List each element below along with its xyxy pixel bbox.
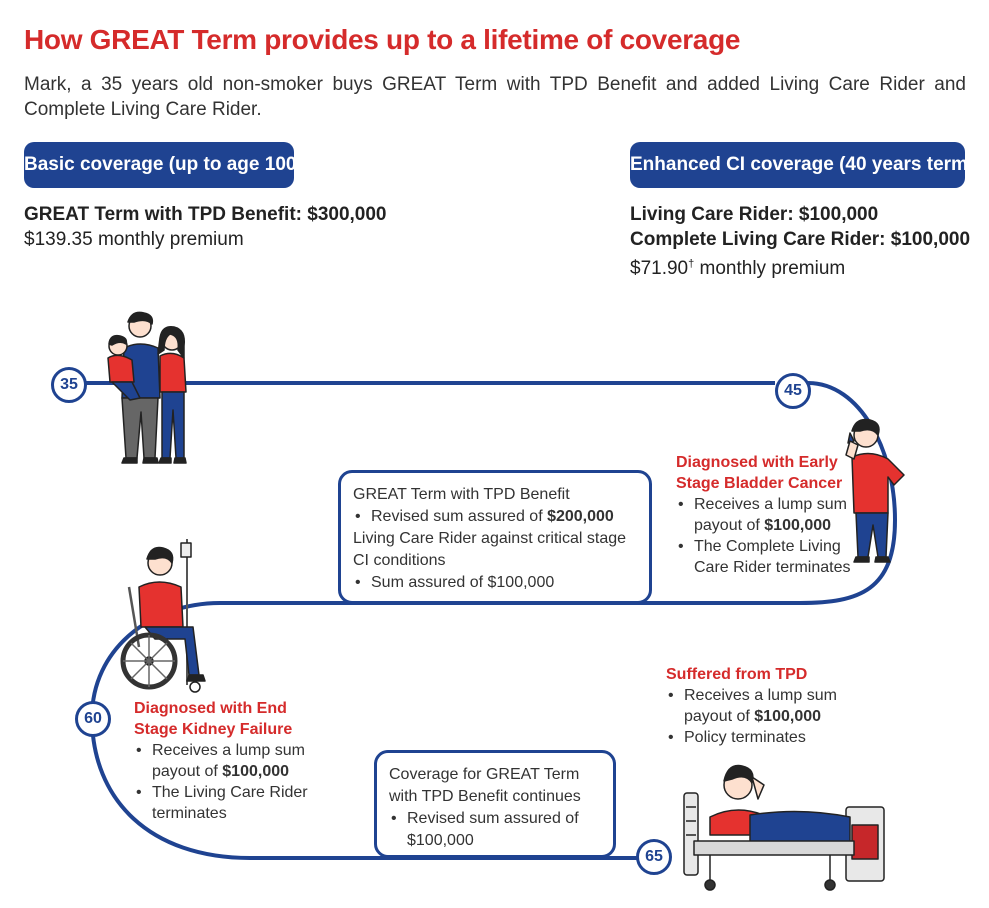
event-bullet: Receives a lump sum payout of $100,000 bbox=[134, 740, 324, 782]
box-bullet: Sum assured of $100,000 bbox=[353, 572, 637, 594]
age-marker-35: 35 bbox=[51, 367, 87, 403]
age-marker-60: 60 bbox=[75, 701, 111, 737]
basic-premium: $139.35 monthly premium bbox=[24, 229, 244, 250]
event-bullet: The Living Care Rider terminates bbox=[134, 782, 324, 824]
enhanced-premium: $71.90† monthly premium bbox=[630, 258, 846, 279]
enhanced-coverage-header: Enhanced CI coverage (40 years term) bbox=[630, 142, 974, 188]
box-line: Coverage for GREAT Term with TPD Benefit… bbox=[389, 766, 581, 805]
event-age-65: Suffered from TPD Receives a lump sum pa… bbox=[666, 664, 886, 748]
dagger-mark: † bbox=[688, 258, 695, 270]
event-age-45: Diagnosed with Early Stage Bladder Cance… bbox=[676, 452, 856, 578]
box-bullet: Revised sum assured of $200,000 bbox=[353, 506, 637, 528]
complete-living-care-rider-label: Complete Living Care Rider: $100,000 bbox=[630, 229, 971, 250]
man-on-phone-illustration bbox=[845, 418, 905, 563]
event-bullet: Policy terminates bbox=[666, 727, 886, 748]
event-bullet: Receives a lump sum payout of $100,000 bbox=[676, 494, 856, 536]
family-illustration bbox=[107, 311, 187, 464]
event-bullet: The Complete Living Care Rider terminate… bbox=[676, 536, 856, 578]
event-heading: Suffered from TPD bbox=[666, 666, 808, 683]
enhanced-coverage-details: Living Care Rider: $100,000 Complete Liv… bbox=[630, 202, 970, 281]
event-age-60: Diagnosed with End Stage Kidney Failure … bbox=[134, 698, 324, 824]
age-marker-45: 45 bbox=[775, 373, 811, 409]
event-heading: Diagnosed with Early Stage Bladder Cance… bbox=[676, 454, 843, 492]
box-bullet: Revised sum assured of $100,000 bbox=[389, 808, 601, 852]
coverage-box-60-65: Coverage for GREAT Term with TPD Benefit… bbox=[374, 750, 616, 858]
page-title: How GREAT Term provides up to a lifetime… bbox=[24, 24, 741, 55]
basic-coverage-header: Basic coverage (up to age 100) bbox=[24, 142, 303, 188]
coverage-box-45-60: GREAT Term with TPD Benefit Revised sum … bbox=[338, 470, 652, 604]
event-bullet: Receives a lump sum payout of $100,000 bbox=[666, 685, 886, 727]
event-heading: Diagnosed with End Stage Kidney Failure bbox=[134, 700, 293, 738]
living-care-rider-label: Living Care Rider: $100,000 bbox=[630, 204, 879, 225]
box-line: GREAT Term with TPD Benefit bbox=[353, 486, 570, 503]
basic-coverage-details: GREAT Term with TPD Benefit: $300,000 $1… bbox=[24, 202, 387, 252]
box-line: Living Care Rider against critical stage… bbox=[353, 530, 627, 569]
basic-plan-label: GREAT Term with TPD Benefit: $300,000 bbox=[24, 204, 387, 225]
wheelchair-man-illustration bbox=[120, 539, 206, 693]
intro-text: Mark, a 35 years old non-smoker buys GRE… bbox=[24, 74, 966, 120]
age-marker-65: 65 bbox=[636, 839, 672, 875]
hospital-bed-man-illustration bbox=[683, 764, 885, 891]
